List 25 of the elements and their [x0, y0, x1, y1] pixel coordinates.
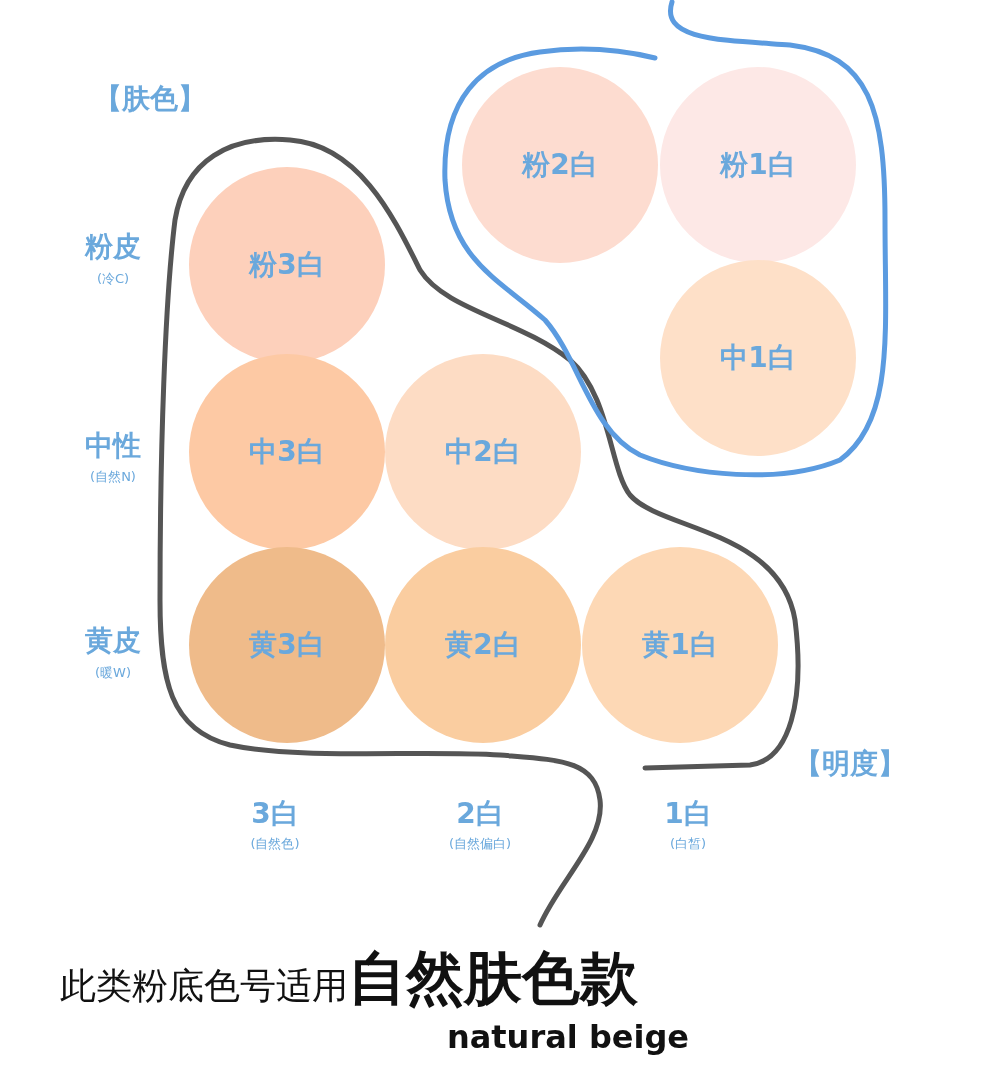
row-note: (暖W) — [95, 664, 131, 682]
caption: 此类粉底色号适用自然肤色款 — [60, 943, 638, 1014]
shade-label: 粉3白 — [249, 247, 325, 283]
row-label: 黄皮 — [85, 623, 141, 659]
shade-label: 粉2白 — [522, 147, 598, 183]
shade-label: 粉1白 — [720, 147, 796, 183]
axis-title: 【肤色】 — [94, 81, 206, 117]
shade-label: 中2白 — [445, 434, 521, 470]
shade-label: 黄2白 — [445, 627, 521, 663]
shade-label: 黄1白 — [642, 627, 718, 663]
column-note: (自然偏白) — [448, 835, 512, 853]
row-note: (冷C) — [96, 270, 130, 288]
column-label: 3白 — [251, 796, 299, 832]
row-note: (自然N) — [90, 468, 136, 486]
subtitle: natural beige — [446, 1018, 690, 1056]
column-note: (白皙) — [669, 835, 707, 853]
row-label: 粉皮 — [85, 229, 141, 265]
column-label: 1白 — [664, 796, 712, 832]
shade-label: 中1白 — [720, 340, 796, 376]
shade-label: 黄3白 — [249, 627, 325, 663]
column-label: 2白 — [456, 796, 504, 832]
row-label: 中性 — [85, 428, 141, 464]
axis-title: 【明度】 — [794, 746, 906, 782]
column-note: (自然色) — [250, 835, 300, 853]
shade-label: 中3白 — [249, 434, 325, 470]
